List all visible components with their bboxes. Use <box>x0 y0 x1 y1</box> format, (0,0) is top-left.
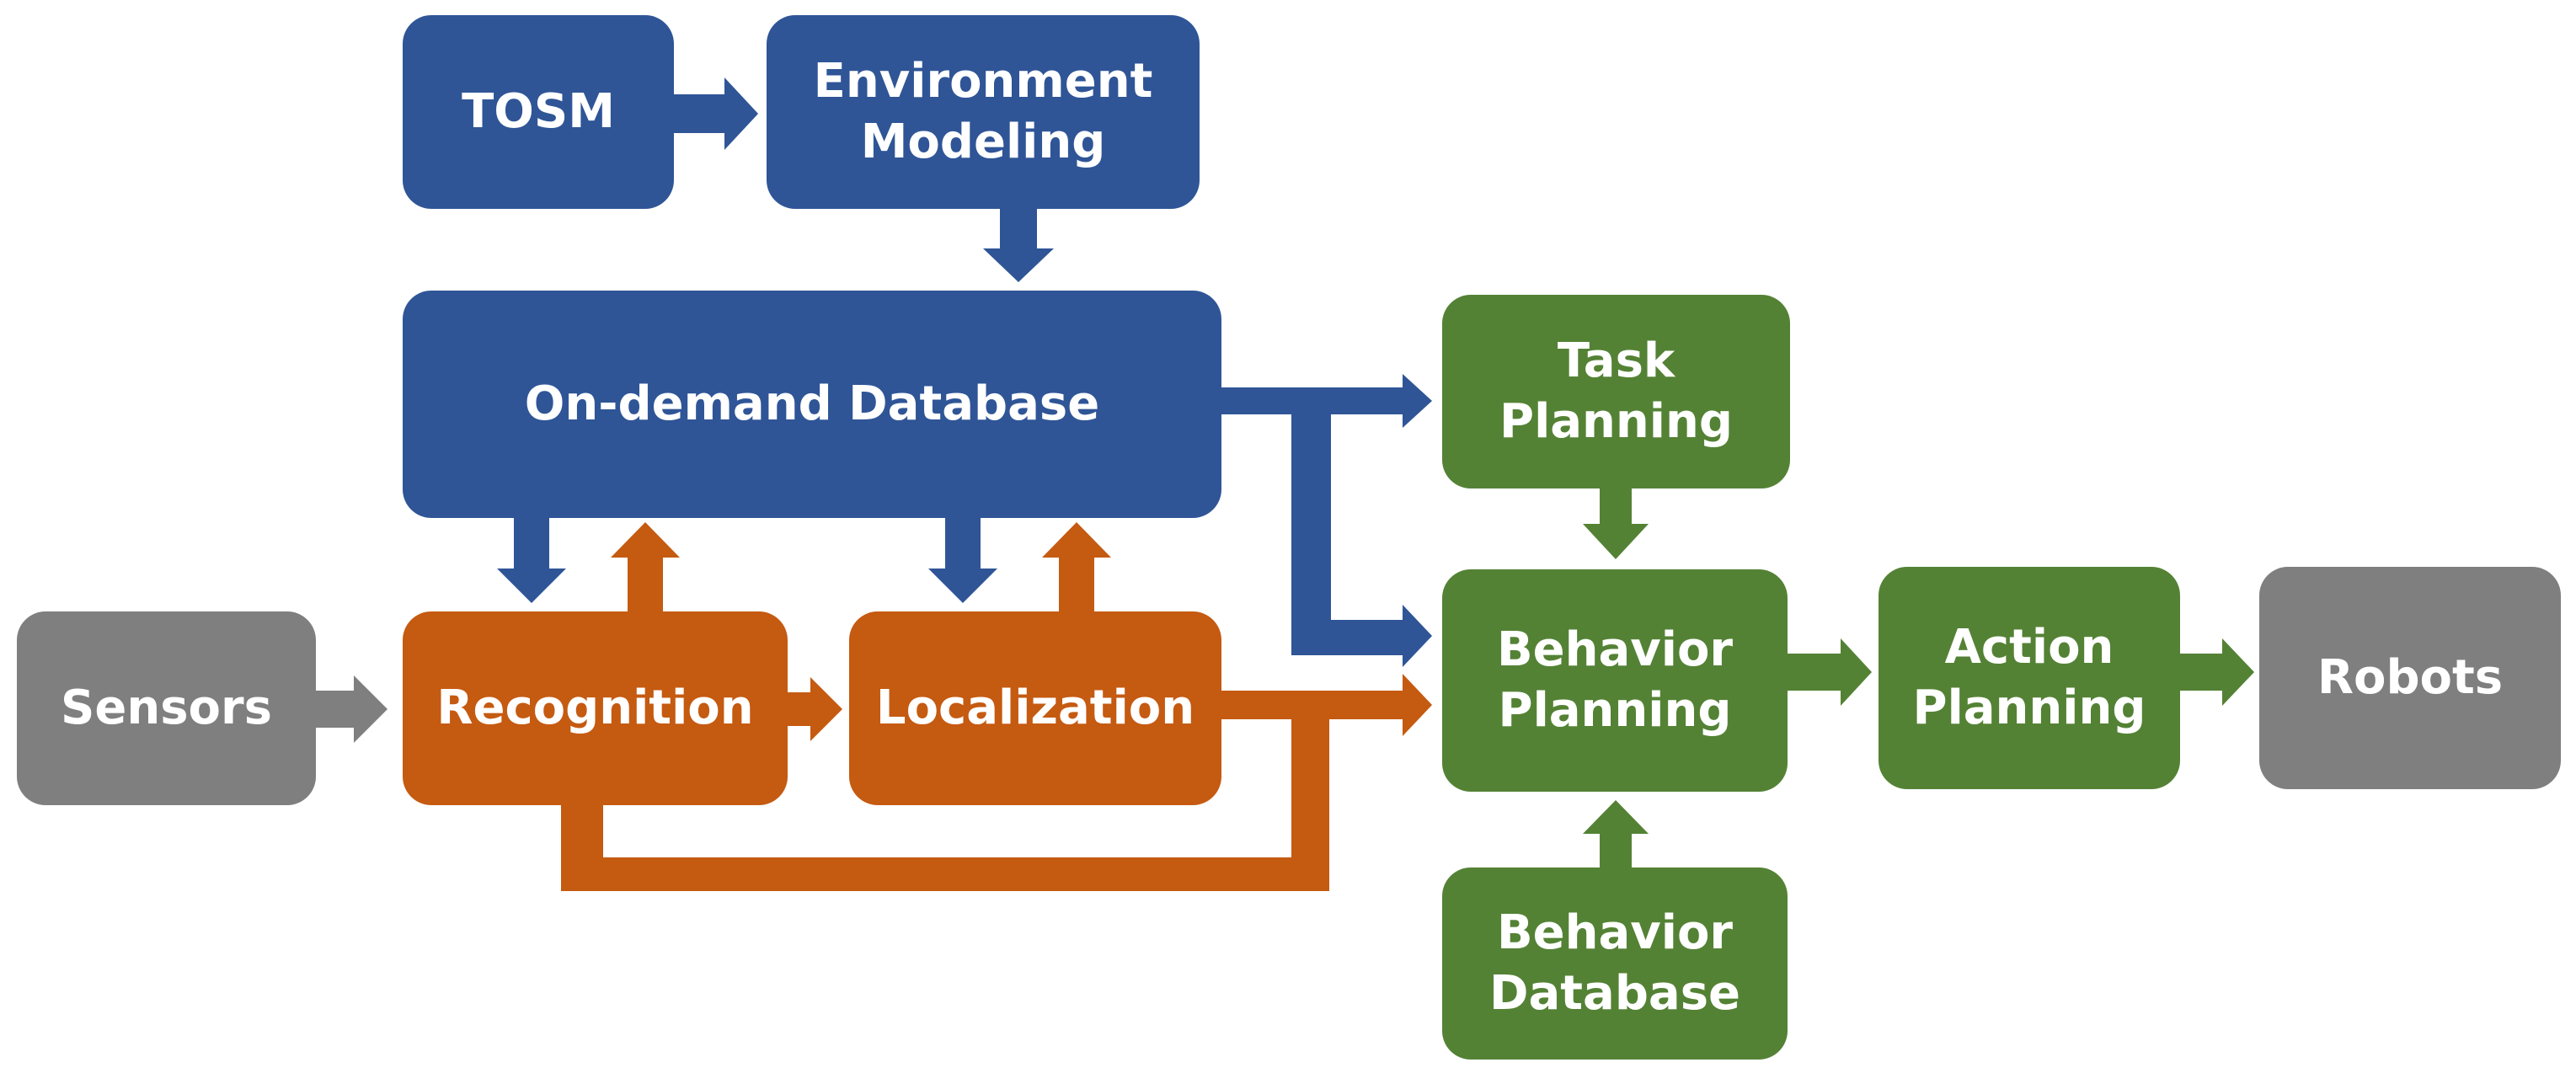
on-demand-database-box: On-demand Database <box>403 291 1221 518</box>
arrow-tosm-to-environment-modeling <box>674 77 758 150</box>
robots-box: Robots <box>2259 567 2561 789</box>
arrow-localization-to-behavior-planning <box>1221 674 1432 736</box>
recognition-box: Recognition <box>403 611 788 805</box>
arrow-task-to-behavior-planning <box>1583 488 1649 559</box>
arrow-recognition-loop <box>561 719 1329 891</box>
arrow-sensors-to-recognition <box>316 675 387 743</box>
arrow-database-to-behavior-planning <box>1291 414 1432 667</box>
arrow-behavior-database-to-behavior-planning <box>1583 800 1649 867</box>
behavior-database-box: Behavior Database <box>1442 867 1788 1060</box>
tosm-box: TOSM <box>403 15 674 209</box>
behavior-planning-box: Behavior Planning <box>1442 569 1788 792</box>
arrow-database-to-task-planning <box>1221 374 1432 428</box>
environment-modeling-box: Environment Modeling <box>767 15 1200 209</box>
arrow-localization-to-database <box>1042 522 1111 612</box>
arrow-behavior-to-action-planning <box>1786 638 1872 706</box>
arrow-environment-modeling-to-database <box>983 209 1054 282</box>
task-planning-box: Task Planning <box>1442 295 1790 488</box>
arrow-action-planning-to-robots <box>2180 638 2254 706</box>
localization-box: Localization <box>849 611 1221 805</box>
arrow-database-to-localization <box>928 518 997 603</box>
arrow-database-to-recognition <box>497 518 566 603</box>
action-planning-box: Action Planning <box>1879 567 2180 789</box>
arrow-recognition-to-database <box>611 522 680 612</box>
sensors-box: Sensors <box>17 611 316 805</box>
arrow-recognition-to-localization <box>788 677 842 741</box>
